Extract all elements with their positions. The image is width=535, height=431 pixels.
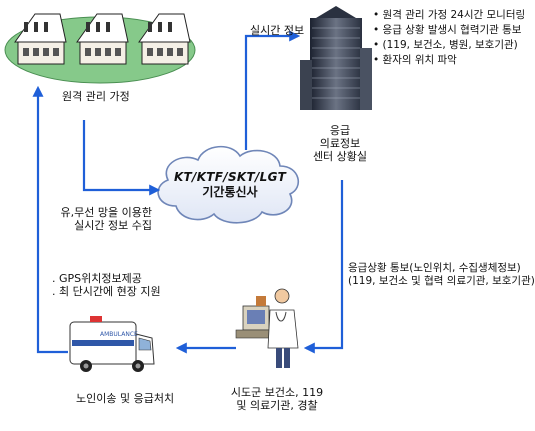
network-collection-line: 유,무선 망을 이용한 — [60, 206, 152, 219]
center-label-line: 의료정보 — [319, 137, 361, 150]
center-label-line: 응급 — [329, 124, 351, 137]
arrow-ambulance-to-homes — [32, 85, 68, 354]
emergency-report-label: 응급상황 통보(노인위치, 수집생체정보) (119, 보건소 및 협력 의료기… — [348, 262, 535, 288]
gps-support-label: . GPS위치정보제공 . 최 단시간에 현장 지원 — [52, 272, 161, 298]
realtime-info-label: 실시간 정보 — [250, 24, 305, 37]
health-center-label: 시도군 보건소, 119 및 의료기관, 경찰 — [224, 386, 330, 412]
network-collection-line: 실시간 정보 수집 — [74, 219, 152, 232]
health-center-line: 및 의료기관, 경찰 — [236, 399, 318, 412]
remote-homes-label: 원격 관리 가정 — [62, 90, 130, 103]
center-duty-item: 환자의 위치 파악 — [373, 53, 525, 68]
building-icon — [300, 6, 372, 110]
network-collection-label: 유,무선 망을 이용한 실시간 정보 수집 — [52, 206, 152, 232]
center-duty-item: 응급 상황 발생시 협력기관 통보 — [373, 23, 525, 38]
gps-support-line: . GPS위치정보제공 — [52, 272, 142, 285]
center-label-line: 센터 상황실 — [312, 150, 368, 163]
center-duties-list: 원격 관리 가정 24시간 모니터링 응급 상황 발생시 협력기관 통보 (11… — [373, 8, 526, 68]
emergency-report-line: 응급상황 통보(노인위치, 수집생체정보) — [348, 262, 521, 274]
emergency-center-label: 응급 의료정보 센터 상황실 — [312, 124, 368, 163]
arrow-homes-to-cloud — [82, 120, 161, 196]
gps-support-line: . 최 단시간에 현장 지원 — [52, 285, 161, 298]
carrier-cloud-label: KT/KTF/SKT/LGT 기간통신사 — [164, 170, 296, 200]
health-center-line: 시도군 보건소, 119 — [230, 386, 324, 399]
remote-homes-illustration — [4, 13, 196, 84]
house-icon — [76, 13, 129, 65]
center-duty-item: 원격 관리 가정 24시간 모니터링 — [373, 8, 526, 23]
emergency-report-line: (119, 보건소 및 협력 의료기관, 보호기관) — [348, 275, 535, 287]
arrow-center-to-health — [303, 180, 344, 354]
arrow-cloud-to-center — [244, 30, 301, 150]
house-icon — [14, 13, 67, 65]
doctor-icon — [235, 288, 299, 368]
carrier-network-cloud — [157, 145, 300, 224]
carrier-names: KT/KTF/SKT/LGT — [173, 170, 287, 184]
svg-text:AMBULANCE: AMBULANCE — [100, 331, 138, 338]
flow-arrows — [32, 30, 344, 354]
center-duty-item: (119, 보건소, 병원, 보호기관) — [373, 38, 525, 53]
carrier-type: 기간통신사 — [202, 185, 258, 199]
house-icon — [138, 13, 191, 65]
ambulance-icon: AMBULANCE — [69, 316, 155, 372]
ambulance-label: 노인이송 및 응급처치 — [76, 392, 175, 405]
